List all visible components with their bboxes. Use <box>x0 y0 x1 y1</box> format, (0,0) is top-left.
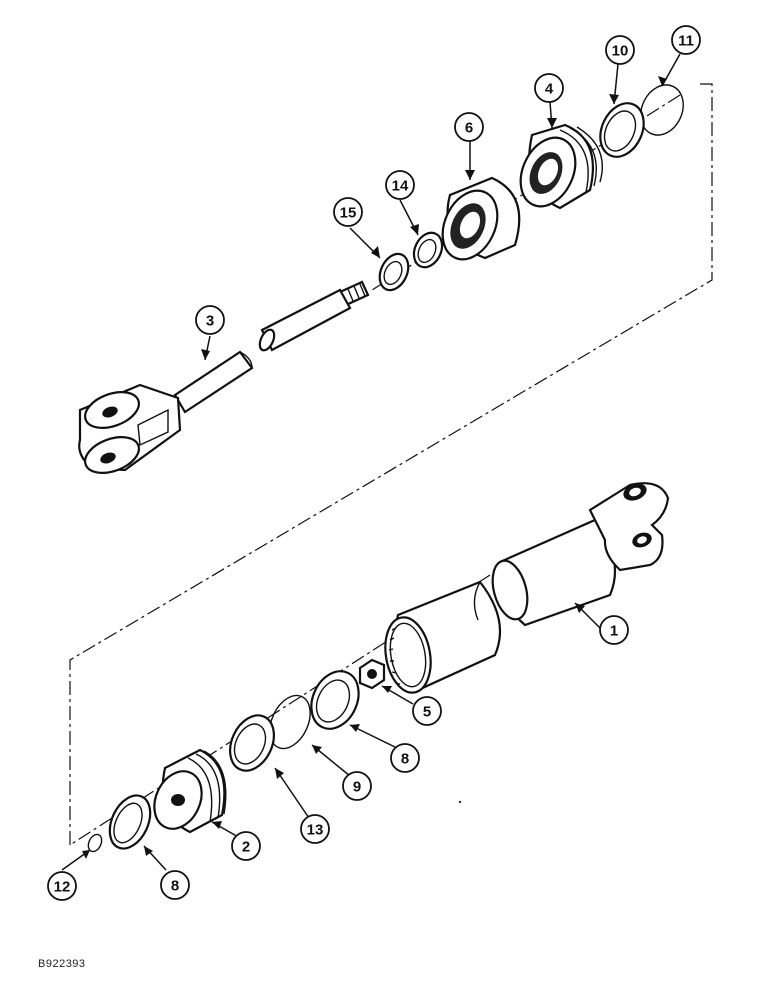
callout-10: 10 <box>605 35 635 65</box>
callout-9-label: 9 <box>353 779 361 796</box>
callout-3: 3 <box>195 305 225 335</box>
callout-1-label: 1 <box>610 623 618 640</box>
part-15-seal[interactable] <box>374 249 414 294</box>
part-8-backup-ring-lower[interactable] <box>102 789 158 855</box>
part-11-o-ring[interactable] <box>633 78 691 142</box>
callout-4-label: 4 <box>545 81 554 98</box>
callout-14: 14 <box>385 170 415 200</box>
leader-arrowheads <box>82 76 667 859</box>
figure-id: B922393 <box>38 958 86 970</box>
part-13-ring[interactable] <box>222 708 283 777</box>
callout-8-lower-label: 8 <box>171 878 179 895</box>
callout-12: 12 <box>47 871 77 901</box>
callout-13: 13 <box>300 814 330 844</box>
callout-1: 1 <box>599 615 629 645</box>
callout-9: 9 <box>342 771 372 801</box>
callout-13-label: 13 <box>307 822 324 839</box>
part-1-barrel[interactable] <box>380 480 670 696</box>
callout-14-label: 14 <box>392 178 409 195</box>
print-speck <box>458 800 462 804</box>
callout-2-label: 2 <box>242 839 250 856</box>
part-3-piston-rod[interactable] <box>78 280 370 480</box>
part-5-lock-nut[interactable] <box>358 658 386 690</box>
part-4-piston[interactable] <box>510 123 604 215</box>
part-12-o-ring[interactable] <box>86 832 104 853</box>
callout-12-label: 12 <box>54 879 71 896</box>
callout-2: 2 <box>231 831 261 861</box>
callout-15: 15 <box>333 197 363 227</box>
callout-15-label: 15 <box>340 205 357 222</box>
callout-5: 5 <box>412 696 442 726</box>
callout-6-label: 6 <box>465 120 473 137</box>
part-8-backup-ring-upper[interactable] <box>302 664 367 737</box>
assembly-guide-lines <box>69 83 713 846</box>
callout-8-upper: 8 <box>390 743 420 773</box>
callout-6: 6 <box>454 112 484 142</box>
callout-3-label: 3 <box>206 313 214 330</box>
part-2-piston-head[interactable] <box>145 748 227 836</box>
callout-8-upper-label: 8 <box>401 751 409 768</box>
part-14-seal[interactable] <box>409 228 448 272</box>
callout-8-lower: 8 <box>160 870 190 900</box>
callout-11-label: 11 <box>678 33 694 50</box>
part-10-backup-ring[interactable] <box>592 96 652 164</box>
part-9-o-ring[interactable] <box>262 689 318 755</box>
callout-4: 4 <box>534 73 564 103</box>
callout-5-label: 5 <box>423 704 431 721</box>
callout-11: 11 <box>671 25 701 55</box>
part-6-gland[interactable] <box>432 176 521 268</box>
callout-10-label: 10 <box>612 43 629 60</box>
